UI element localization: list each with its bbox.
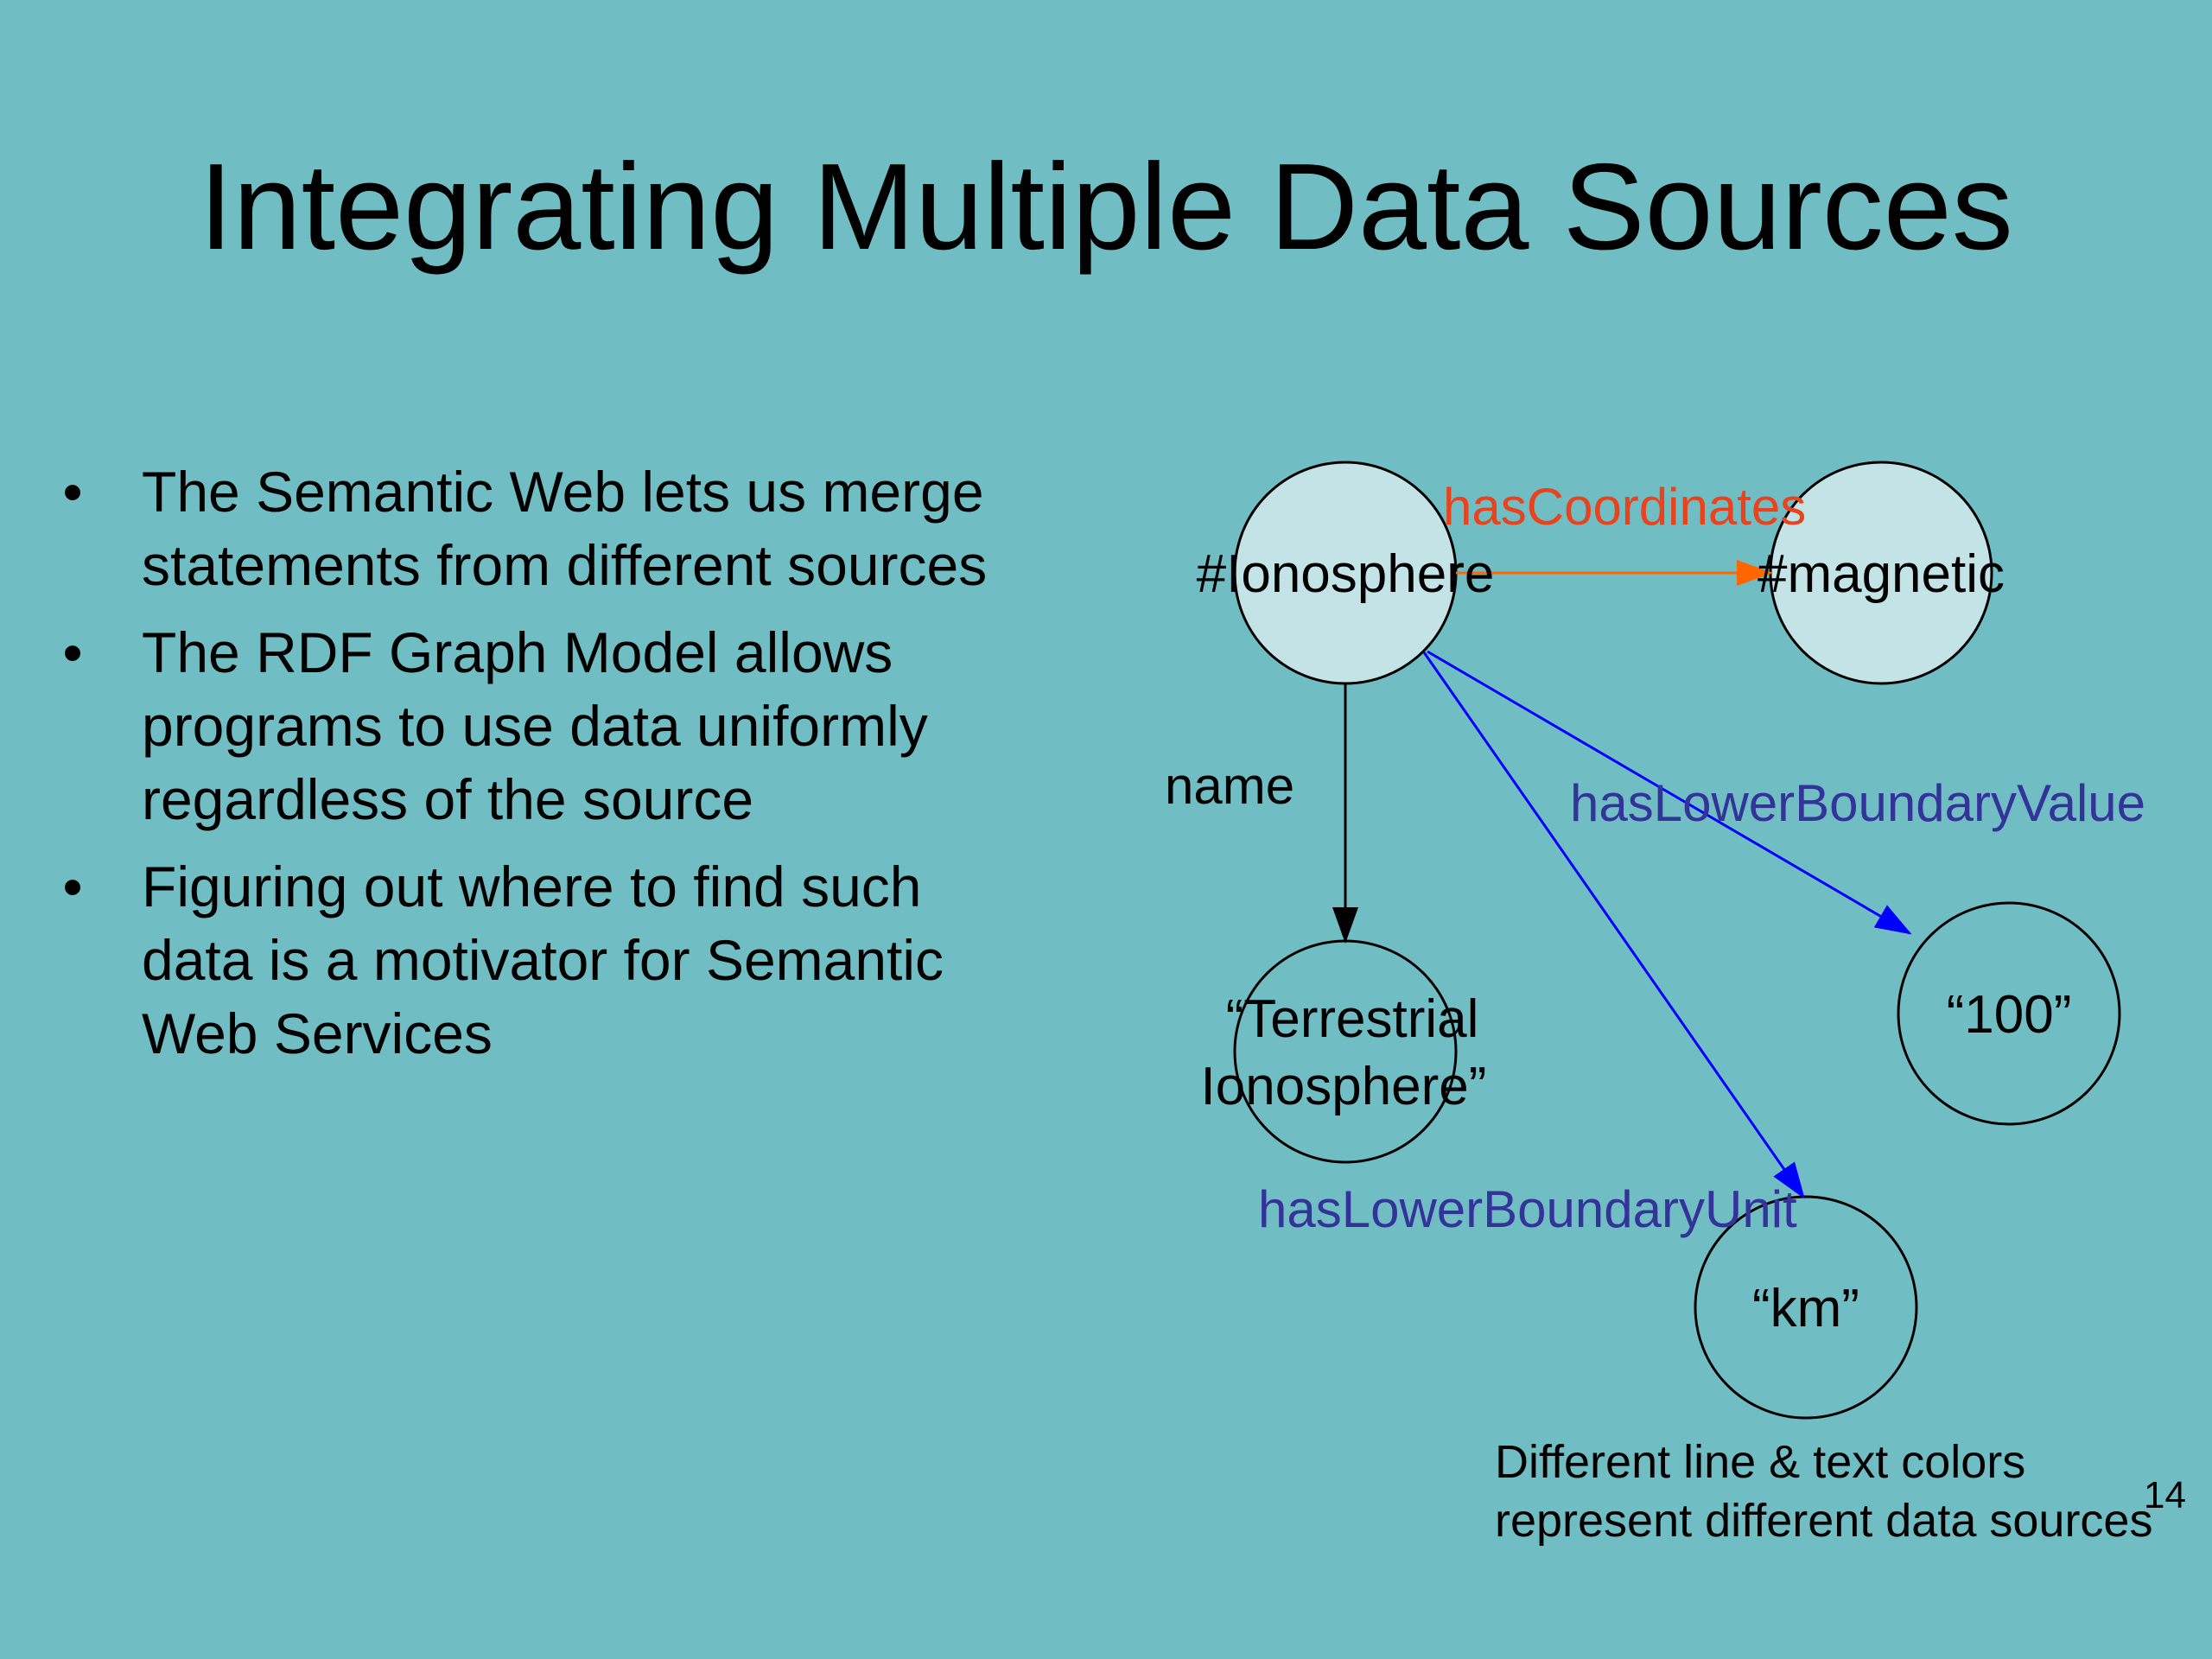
edge-hasLowerBoundaryUnit-label: hasLowerBoundaryUnit [1258,1180,1797,1238]
bullet-line: regardless of the source [142,767,754,831]
bullet-line: Web Services [142,1001,493,1065]
edge-hasCoordinates-label: hasCoordinates [1443,478,1806,536]
legend-note-line: Different line & text colors [1495,1436,2025,1488]
bullet-line: programs to use data uniformly [142,694,928,758]
node-magnetic-label: #magnetic [1758,544,2005,604]
node-terrestrial-label: Ionosphere” [1201,1057,1487,1116]
bullet-item: • Figuring out where to find such data i… [55,850,1092,1071]
page-number: 14 [2144,1474,2186,1516]
node-km-circle [1694,1195,1918,1420]
edge-hasLowerBoundaryValue-label: hasLowerBoundaryValue [1570,774,2145,832]
edge-hasLowerBoundaryValue-line [1427,650,1912,935]
bullet-dot: • [62,855,83,918]
bullet-line: The Semantic Web lets us merge [142,460,984,524]
node-km-label: “km” [1752,1279,1859,1338]
node-100-label: “100” [1947,985,2072,1045]
node-terrestrial-circle [1233,939,1458,1164]
edge-hasLowerBoundaryUnit-line [1422,652,1805,1199]
legend-note-line: represent different data sources [1495,1495,2152,1547]
bullet-item: • The RDF Graph Model allows programs to… [55,616,1092,836]
bullet-line: Figuring out where to find such [142,855,922,918]
node-100-circle [1897,901,2121,1126]
bullet-dot: • [62,460,83,524]
bullet-list: • The Semantic Web lets us merge stateme… [55,455,1092,1084]
slide-title: Integrating Multiple Data Sources [199,138,2013,276]
bullet-line: data is a motivator for Semantic [142,928,944,992]
bullet-item: • The Semantic Web lets us merge stateme… [55,455,1092,602]
node-terrestrial-label: “Terrestrial [1226,989,1479,1049]
bullet-dot: • [62,620,83,684]
edge-name-label: name [1165,757,1294,815]
bullet-line: statements from different sources [142,533,988,597]
bullet-line: The RDF Graph Model allows [142,620,893,684]
node-ionosphere-label: #Ionosphere [1197,544,1495,604]
